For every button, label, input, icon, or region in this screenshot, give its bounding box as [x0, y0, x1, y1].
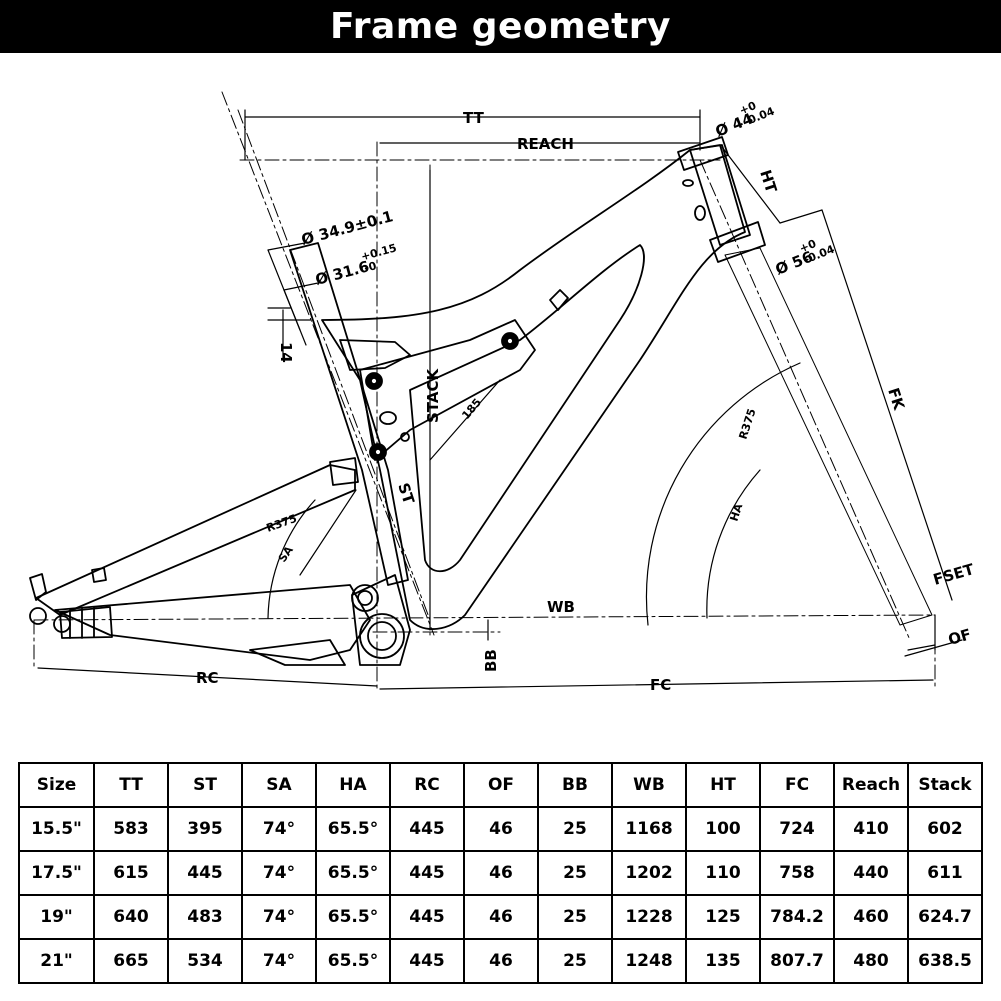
table-cell: 395: [167, 806, 243, 852]
table-cell: 125: [685, 894, 761, 940]
table-cell: 640: [93, 894, 169, 940]
table-cell: 638.5: [907, 938, 983, 984]
table-cell: 611: [907, 850, 983, 896]
table-row: 17.5" 615 445 74° 65.5° 445 46 25 1202 1…: [18, 850, 983, 896]
reach-label: REACH: [517, 135, 574, 153]
table-cell: 724: [759, 806, 835, 852]
table-cell: 410: [833, 806, 909, 852]
r375-front-label: R375: [736, 407, 758, 441]
table-cell: 17.5": [18, 850, 95, 896]
table-cell: 74°: [241, 806, 317, 852]
stack-label: STACK: [424, 368, 442, 423]
dia-316-tol-bot: -0: [363, 259, 379, 275]
shock-length-label: 185: [459, 396, 484, 422]
table-cell: 25: [537, 894, 613, 940]
table-cell: 445: [389, 894, 465, 940]
sa-label: SA: [276, 543, 296, 564]
table-cell: 135: [685, 938, 761, 984]
col-header: Size: [18, 762, 95, 808]
table-row: 15.5" 583 395 74° 65.5° 445 46 25 1168 1…: [18, 806, 983, 852]
col-header: HA: [315, 762, 391, 808]
table-cell: 65.5°: [315, 850, 391, 896]
table-cell: 784.2: [759, 894, 835, 940]
rc-label: RC: [196, 669, 219, 687]
table-cell: 445: [389, 806, 465, 852]
bb-label: BB: [482, 649, 500, 672]
table-cell: 445: [389, 938, 465, 984]
table-cell: 46: [463, 806, 539, 852]
col-header: WB: [611, 762, 687, 808]
ht-label: HT: [756, 168, 780, 196]
frame-geometry-diagram: TT REACH STACK HT FK FSET OF WB FC RC BB…: [0, 53, 1001, 743]
col-header: SA: [241, 762, 317, 808]
col-header: Reach: [833, 762, 909, 808]
table-cell: 624.7: [907, 894, 983, 940]
dia-44-tol-top: +0: [738, 99, 759, 118]
table-cell: 100: [685, 806, 761, 852]
table-cell: 25: [537, 850, 613, 896]
frame-outline: [29, 136, 933, 666]
seatpost-length-label: 14: [277, 342, 295, 363]
table-cell: 74°: [241, 938, 317, 984]
table-cell: 1228: [611, 894, 687, 940]
table-cell: 1202: [611, 850, 687, 896]
wb-label: WB: [547, 598, 575, 616]
table-cell: 440: [833, 850, 909, 896]
table-cell: 445: [167, 850, 243, 896]
dia-56-tol-top: +0: [798, 237, 819, 256]
table-cell: 534: [167, 938, 243, 984]
table-row: 21" 665 534 74° 65.5° 445 46 25 1248 135…: [18, 938, 983, 984]
col-header: RC: [389, 762, 465, 808]
col-header: BB: [537, 762, 613, 808]
table-cell: 602: [907, 806, 983, 852]
table-cell: 1168: [611, 806, 687, 852]
fc-label: FC: [650, 676, 671, 694]
col-header: Stack: [907, 762, 983, 808]
of-label: OF: [946, 625, 973, 649]
table-cell: 615: [93, 850, 169, 896]
col-header: FC: [759, 762, 835, 808]
table-cell: 46: [463, 938, 539, 984]
table-cell: 25: [537, 938, 613, 984]
col-header: ST: [167, 762, 243, 808]
table-cell: 74°: [241, 894, 317, 940]
table-row: 19" 640 483 74° 65.5° 445 46 25 1228 125…: [18, 894, 983, 940]
table-cell: 25: [537, 806, 613, 852]
table-cell: 483: [167, 894, 243, 940]
table-header-row: Size TT ST SA HA RC OF BB WB HT FC Reach…: [18, 762, 983, 808]
table-cell: 445: [389, 850, 465, 896]
r375-rear-label: R375: [265, 512, 299, 535]
table-cell: 15.5": [18, 806, 95, 852]
col-header: OF: [463, 762, 539, 808]
table-cell: 1248: [611, 938, 687, 984]
table-cell: 46: [463, 894, 539, 940]
col-header: TT: [93, 762, 169, 808]
table-cell: 65.5°: [315, 894, 391, 940]
page-title: Frame geometry: [0, 0, 1001, 53]
table-cell: 807.7: [759, 938, 835, 984]
table-cell: 65.5°: [315, 806, 391, 852]
table-cell: 583: [93, 806, 169, 852]
tt-label: TT: [463, 109, 485, 127]
table-cell: 665: [93, 938, 169, 984]
table-cell: 460: [833, 894, 909, 940]
dia-349-label: Ø 34.9±0.1: [299, 207, 395, 249]
col-header: HT: [685, 762, 761, 808]
geometry-table: Size TT ST SA HA RC OF BB WB HT FC Reach…: [18, 762, 983, 984]
table-cell: 74°: [241, 850, 317, 896]
ha-label: HA: [727, 502, 745, 523]
table-cell: 21": [18, 938, 95, 984]
st-label: ST: [394, 481, 418, 507]
dia-316-tol-top: +0.15: [360, 241, 398, 263]
table-cell: 19": [18, 894, 95, 940]
table-cell: 46: [463, 850, 539, 896]
table-cell: 65.5°: [315, 938, 391, 984]
table-cell: 480: [833, 938, 909, 984]
measure-lines: [37, 109, 963, 690]
fset-label: FSET: [931, 560, 977, 589]
table-cell: 110: [685, 850, 761, 896]
table-cell: 758: [759, 850, 835, 896]
